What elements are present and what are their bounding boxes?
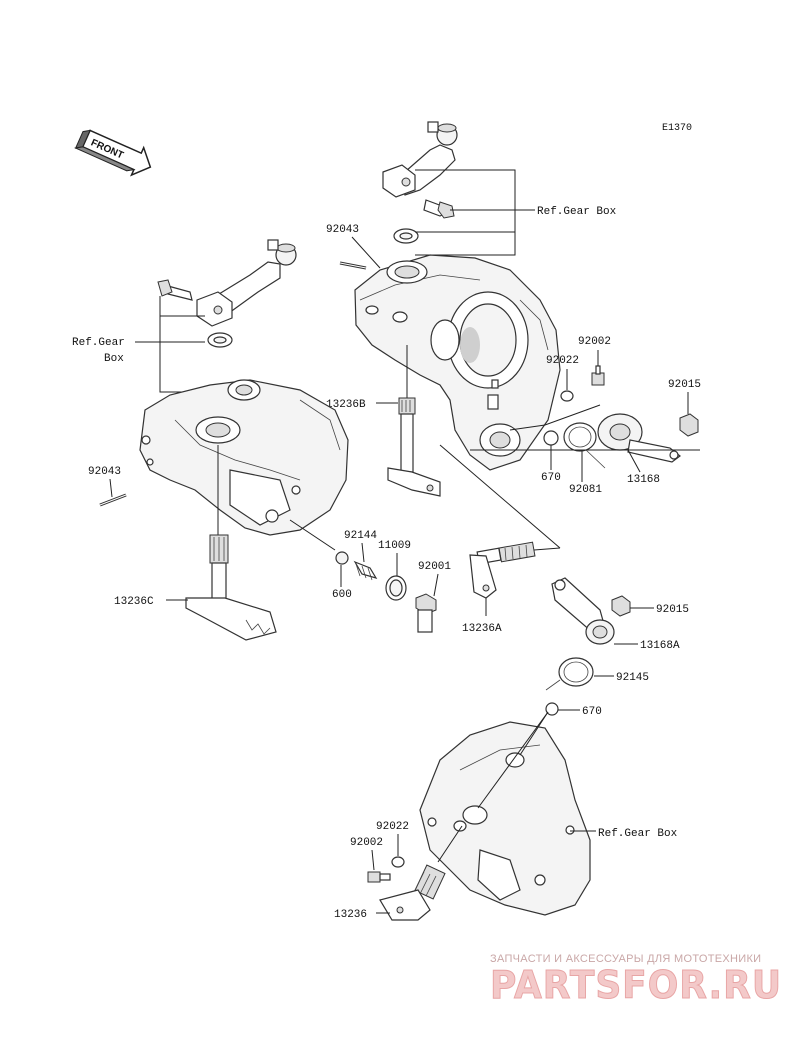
ref-bracket-top xyxy=(415,169,535,256)
ref-gear-box-left-label-line2: Box xyxy=(104,353,124,365)
left-gearbox-housing xyxy=(139,379,349,536)
label-92043-top: 92043 xyxy=(326,224,359,236)
right-cluster-lower xyxy=(545,577,631,716)
label-13168A: 13168A xyxy=(640,640,680,652)
label-92145: 92145 xyxy=(616,672,649,684)
shaft-13236A xyxy=(469,541,561,599)
ref-gear-box-left-label-line1: Ref.Gear xyxy=(72,337,125,349)
ref-gear-box-bottom-label: Ref.Gear Box xyxy=(598,828,678,840)
watermark-brand: PARTSFOR.RU xyxy=(490,963,782,1007)
label-92015-mid: 92015 xyxy=(656,604,689,616)
watermark-tagline: ЗАПЧАСТИ И АКСЕССУАРЫ ДЛЯ МОТОТЕХНИКИ xyxy=(490,953,761,965)
label-670-top: 670 xyxy=(541,472,561,484)
detent-cluster xyxy=(289,519,437,633)
label-13236B: 13236B xyxy=(326,399,366,411)
left-shift-lever-assembly xyxy=(157,239,297,348)
label-92015-top: 92015 xyxy=(668,379,701,391)
upper-gearbox-housing xyxy=(354,254,561,471)
shaft-13236B xyxy=(387,345,441,497)
label-92144: 92144 xyxy=(344,530,377,542)
ref-gear-box-top-label: Ref.Gear Box xyxy=(537,206,617,218)
diagram-code: E1370 xyxy=(662,123,692,134)
label-92001: 92001 xyxy=(418,561,451,573)
label-13236C: 13236C xyxy=(114,596,154,608)
label-13236: 13236 xyxy=(334,909,367,921)
label-670-bottom: 670 xyxy=(582,706,602,718)
label-11009: 11009 xyxy=(378,540,411,552)
bottom-small-parts xyxy=(367,825,463,921)
label-92002-bottom: 92002 xyxy=(350,837,383,849)
label-13236A: 13236A xyxy=(462,623,502,635)
label-13168: 13168 xyxy=(627,474,660,486)
label-92043-left: 92043 xyxy=(88,466,121,478)
label-92081: 92081 xyxy=(569,484,602,496)
label-92002-top: 92002 xyxy=(578,336,611,348)
label-92022-top: 92022 xyxy=(546,355,579,367)
label-600: 600 xyxy=(332,589,352,601)
shaft-13236C xyxy=(185,445,277,641)
front-arrow-icon: FRONT xyxy=(73,129,152,177)
lower-gearbox-cover xyxy=(419,721,591,916)
upper-shift-lever-assembly xyxy=(339,121,458,270)
label-92022-bottom: 92022 xyxy=(376,821,409,833)
right-cluster-upper xyxy=(509,365,699,469)
